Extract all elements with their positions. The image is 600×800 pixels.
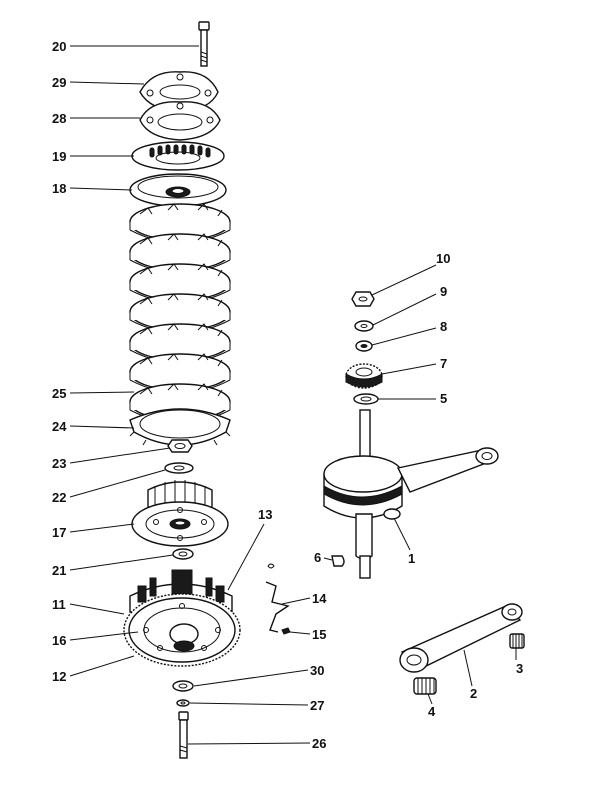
callout-25: 25: [52, 386, 66, 401]
part-30-washer: [172, 680, 194, 692]
callout-16: 16: [52, 633, 66, 648]
part-15-screw: [281, 627, 291, 635]
callout-27: 27: [310, 698, 324, 713]
callout-17: 17: [52, 525, 66, 540]
callout-6: 6: [314, 550, 321, 565]
callout-7: 7: [440, 356, 447, 371]
part-7-gear: [345, 363, 383, 389]
callout-5: 5: [440, 391, 447, 406]
part-28-plate: [139, 101, 221, 141]
callout-10: 10: [436, 251, 450, 266]
callout-1: 1: [408, 551, 415, 566]
part-10-nut: [351, 291, 375, 307]
part-4-bearing: [413, 677, 437, 695]
part-26-bolt: [178, 711, 189, 759]
part-8-washer: [355, 340, 373, 352]
callout-19: 19: [52, 149, 66, 164]
part-27-washer: [176, 699, 190, 707]
callout-29: 29: [52, 75, 66, 90]
callout-28: 28: [52, 111, 66, 126]
part-6-key: [331, 555, 345, 567]
part-22-washer: [164, 462, 194, 474]
callout-23: 23: [52, 456, 66, 471]
part-20-bolt: [198, 21, 210, 67]
callout-3: 3: [516, 661, 523, 676]
part-19-spring: [131, 141, 225, 171]
callout-13: 13: [258, 507, 272, 522]
callout-9: 9: [440, 284, 447, 299]
callout-26: 26: [312, 736, 326, 751]
callout-21: 21: [52, 563, 66, 578]
part-11-clutch-basket: [123, 569, 241, 667]
callout-22: 22: [52, 490, 66, 505]
part-24-plate: [129, 408, 231, 446]
part-21-washer: [172, 548, 194, 560]
callout-15: 15: [312, 627, 326, 642]
callout-18: 18: [52, 181, 66, 196]
callout-4: 4: [428, 704, 436, 719]
part-2-connecting-rod: [399, 603, 523, 673]
callout-labels: 20 29 28 19 18 25 24 23 22 17 21 11 16 1…: [52, 39, 523, 751]
callout-20: 20: [52, 39, 66, 54]
part-14-bracket: [265, 581, 290, 633]
part-29-plate: [139, 71, 219, 113]
callout-24: 24: [52, 419, 67, 434]
callout-14: 14: [312, 591, 327, 606]
part-1-crankshaft: [323, 409, 499, 579]
callout-2: 2: [470, 686, 477, 701]
part-17-clutch-hub: [131, 480, 229, 547]
callout-8: 8: [440, 319, 447, 334]
part-3-bearing: [509, 633, 525, 649]
callout-12: 12: [52, 669, 66, 684]
part-5-washer: [353, 393, 379, 405]
callout-11: 11: [52, 597, 66, 612]
part-23-nut: [167, 439, 193, 453]
part-13-clip: [267, 563, 275, 569]
part-18-pressure-plate: [129, 173, 227, 207]
leader-lines: [69, 45, 517, 745]
part-9-washer: [354, 320, 374, 332]
callout-30: 30: [310, 663, 324, 678]
clutch-plate-stack: [129, 203, 231, 446]
